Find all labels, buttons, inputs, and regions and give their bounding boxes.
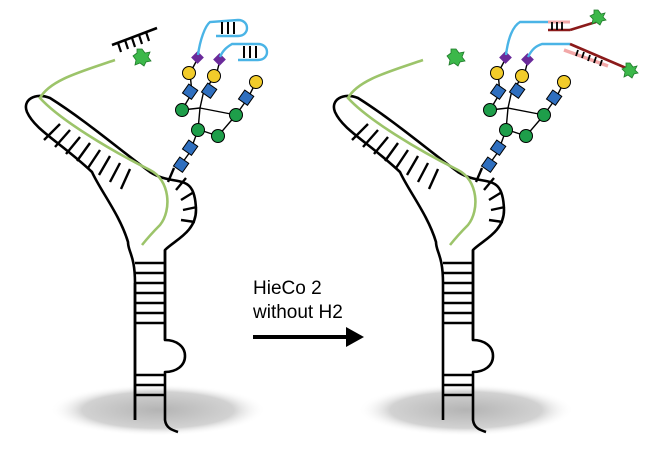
fluorophore <box>589 9 607 26</box>
stem-base-pairs-lower <box>135 373 165 397</box>
mannose-circle <box>175 103 189 117</box>
galactose-circle <box>515 69 529 83</box>
probe-strand <box>38 58 169 246</box>
hexnac-square <box>489 139 507 157</box>
sialic-diamond <box>499 51 512 64</box>
arm-base-pairs <box>43 123 132 190</box>
hexnac-square <box>237 89 255 107</box>
bulge-base-pairs <box>474 167 506 224</box>
stem-base-pairs-upper <box>135 261 165 325</box>
reaction-arrow <box>253 327 364 347</box>
sialic-diamond <box>191 51 204 64</box>
sialic-diamond <box>521 53 534 66</box>
mannose-circle <box>519 129 533 143</box>
hexnac-square <box>181 139 199 157</box>
panel-before <box>24 18 269 436</box>
opened-hairpin-duplex <box>504 9 607 56</box>
shadow <box>50 384 266 436</box>
mannose-circle <box>211 129 225 143</box>
hexnac-square <box>489 83 507 101</box>
galactose-circle <box>207 69 221 83</box>
sialic-diamond <box>213 53 226 66</box>
stem-base-pairs-upper <box>443 261 473 325</box>
reaction-label-line1: HieCo 2 <box>253 278 322 299</box>
hexnac-square <box>200 82 218 100</box>
hexnac-square <box>480 156 498 174</box>
glycan-tree <box>172 18 269 174</box>
fluorophore <box>446 48 466 67</box>
bulge-base-pairs <box>166 167 198 224</box>
glycan-tree <box>480 9 639 174</box>
galactose-circle <box>490 66 504 80</box>
aptamer-backbone <box>24 94 198 434</box>
aptamer-backbone <box>332 94 506 434</box>
mannose-circle <box>537 108 551 122</box>
quencher-duplex <box>111 26 158 53</box>
galactose-circle <box>557 75 571 89</box>
shadow <box>358 384 574 436</box>
panel-after <box>332 9 639 436</box>
galactose-circle <box>182 66 196 80</box>
hexnac-square <box>545 89 563 107</box>
hexnac-square <box>508 82 526 100</box>
hairpin-probe <box>196 18 249 56</box>
mannose-circle <box>229 108 243 122</box>
hexnac-square <box>181 83 199 101</box>
opened-hairpin-duplex <box>526 42 639 79</box>
probe-strand <box>346 58 477 246</box>
arm-base-pairs <box>351 123 440 190</box>
galactose-circle <box>249 75 263 89</box>
stem-base-pairs-lower <box>443 373 473 397</box>
reaction-label-line2: without H2 <box>253 302 343 323</box>
fluorophore <box>132 48 152 67</box>
hairpin-probe <box>218 42 269 62</box>
mannose-circle <box>191 123 205 137</box>
mannose-circle <box>483 103 497 117</box>
hexnac-square <box>172 156 190 174</box>
fluorophore <box>621 62 639 79</box>
mannose-circle <box>499 123 513 137</box>
